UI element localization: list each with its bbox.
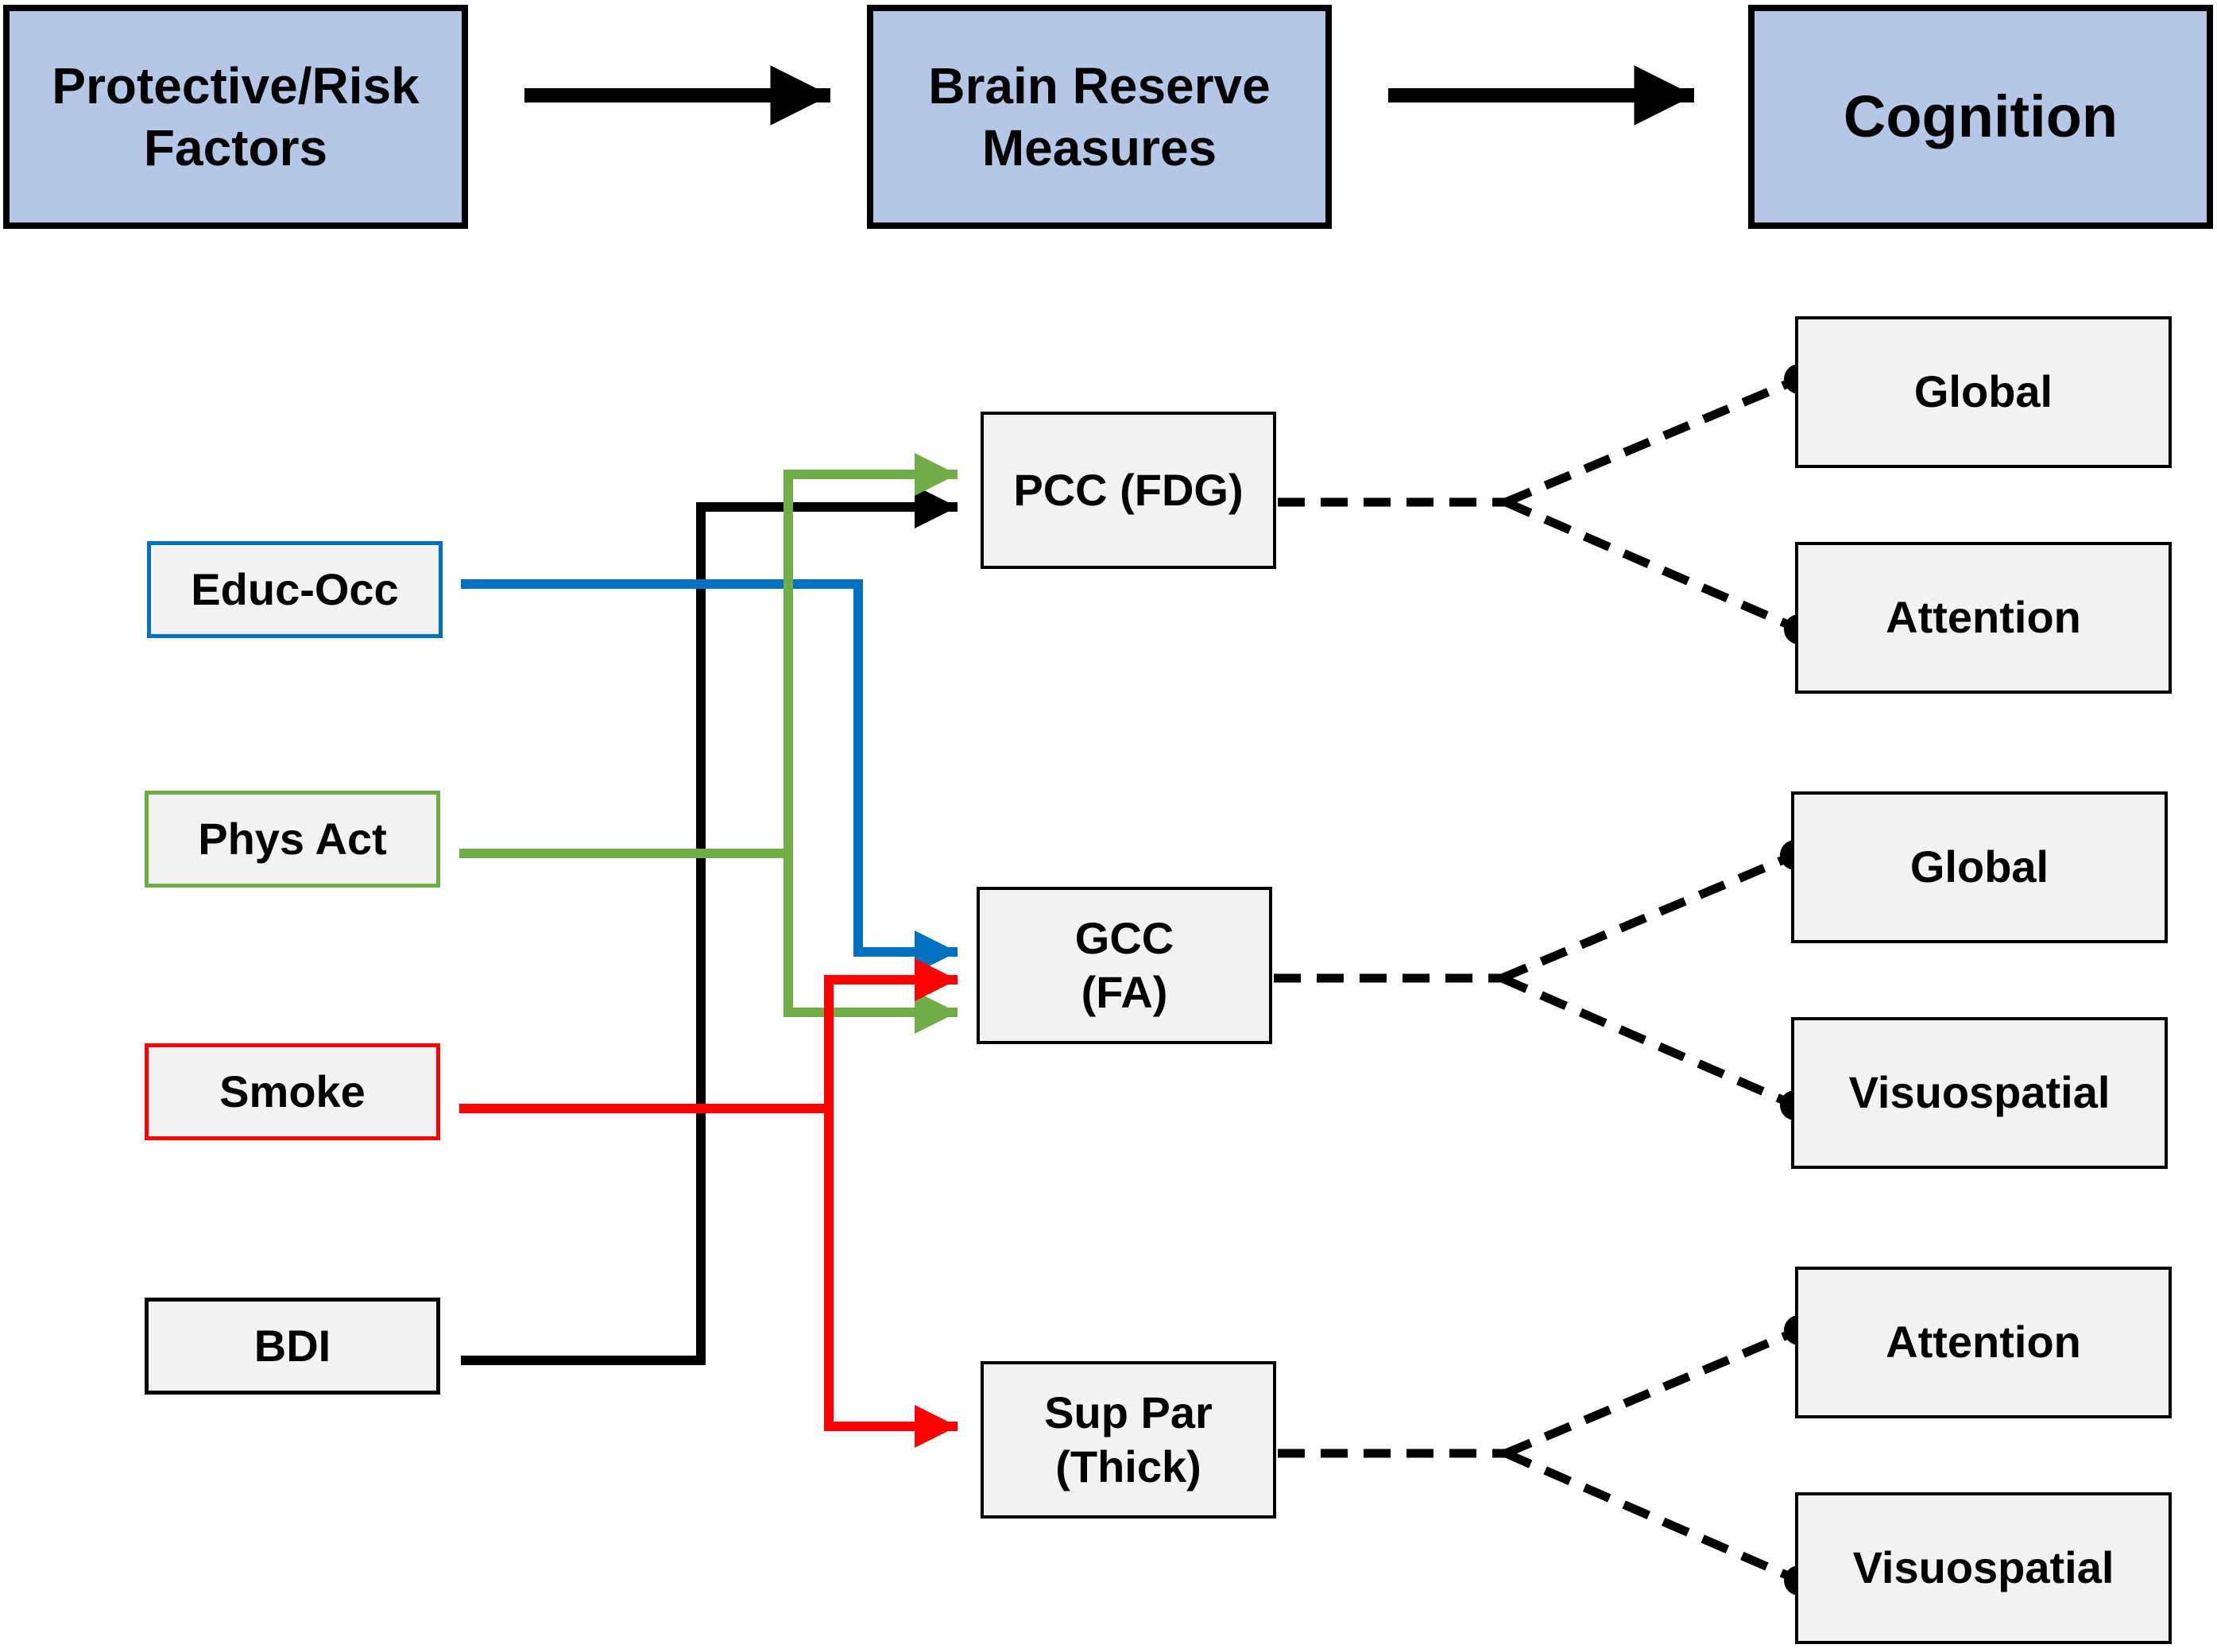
measure-gcc-fa: GCC (FA) [977, 887, 1272, 1044]
header-cognition: Cognition [1748, 5, 2213, 229]
suppar-dashed-link-upper [1503, 1325, 1801, 1458]
phys-connector-to-gcc [783, 853, 958, 1034]
outcome-gcc-visuospatial: Visuospatial [1791, 1017, 2168, 1169]
suppar-dashed-link-lower [1503, 1449, 1801, 1585]
outcome-suppar-visuospatial: Visuospatial [1795, 1492, 2172, 1644]
smoke-connector-to-suppar [824, 1108, 958, 1448]
outcome-gcc-global: Global [1791, 791, 2168, 943]
pcc-dashed-link-upper [1503, 374, 1801, 507]
header-brain-reserve: Brain Reserve Measures [867, 5, 1332, 229]
outcome-suppar-attention: Attention [1795, 1267, 2172, 1418]
measure-suppar-thick: Sup Par (Thick) [981, 1361, 1276, 1519]
outcome-pcc-attention: Attention [1795, 542, 2172, 694]
pcc-dashed-link-lower [1503, 497, 1801, 634]
outcome-pcc-global: Global [1795, 316, 2172, 468]
factor-smoke: Smoke [145, 1043, 440, 1140]
gcc-dashed-link-lower [1499, 973, 1797, 1110]
header-factors: Protective/Risk Factors [3, 5, 468, 229]
gcc-dashed-link-upper [1499, 850, 1797, 983]
educ-connector [461, 579, 958, 973]
factor-educ-occ: Educ-Occ [147, 541, 443, 638]
bdi-connector [461, 486, 958, 1365]
measure-pcc-fdg: PCC (FDG) [981, 412, 1276, 569]
phys-connector-to-pcc [783, 453, 958, 853]
factor-phys-act: Phys Act [145, 791, 440, 888]
factor-bdi: BDI [145, 1298, 440, 1395]
smoke-connector-to-gcc [824, 958, 958, 1108]
